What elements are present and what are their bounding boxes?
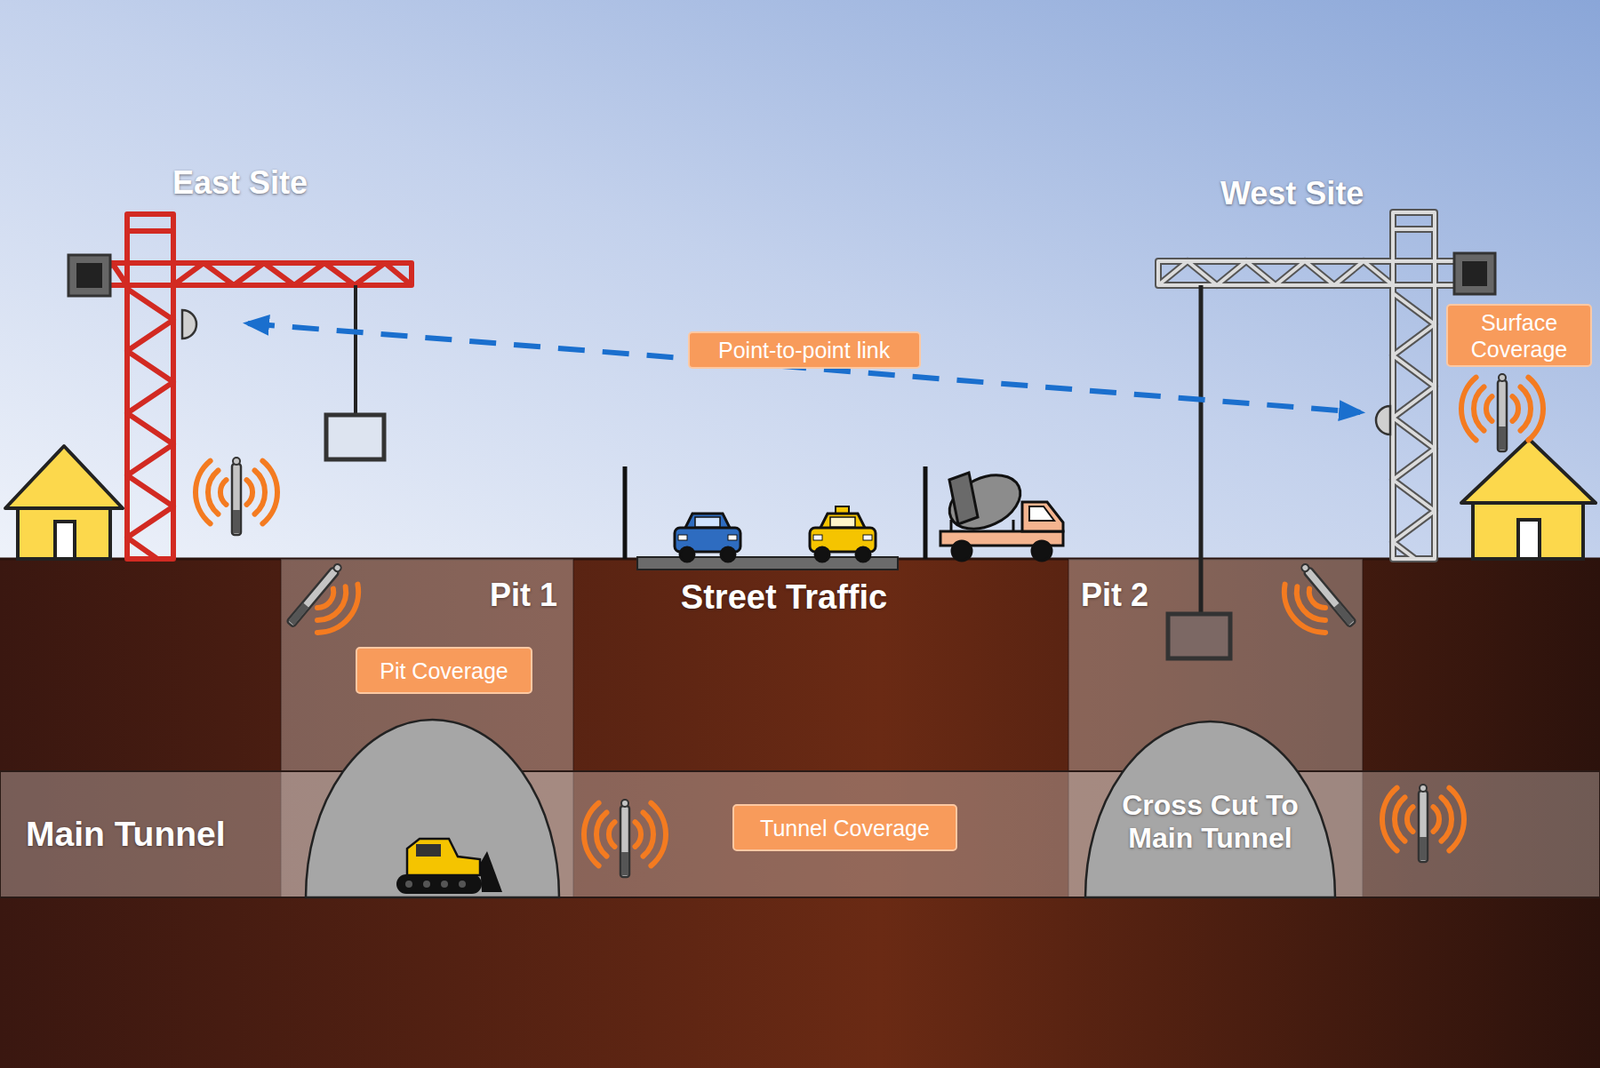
counterweight bbox=[1454, 253, 1496, 295]
coverage-badge: Pit Coverage bbox=[355, 647, 533, 695]
sky bbox=[0, 0, 1600, 560]
dish-antenna bbox=[182, 310, 197, 339]
node-label: East Site bbox=[172, 164, 308, 202]
house bbox=[5, 446, 123, 560]
antenna bbox=[1272, 562, 1357, 651]
coverage-badge: Tunnel Coverage bbox=[732, 804, 958, 852]
point-to-point-link bbox=[248, 323, 1360, 413]
tunnel-band bbox=[0, 771, 1600, 898]
antenna bbox=[584, 800, 666, 878]
site-crane: East Site bbox=[160, 164, 320, 320]
crane-cable bbox=[1199, 285, 1204, 613]
tunnel-arch bbox=[305, 720, 560, 898]
street-label: Street Traffic bbox=[680, 578, 888, 617]
cross-cut-arch: Cross Cut To Main Tunnel bbox=[1083, 720, 1337, 898]
fence-post bbox=[623, 466, 628, 560]
antenna bbox=[286, 562, 371, 651]
crane-load bbox=[326, 415, 384, 460]
dish-antenna bbox=[1376, 406, 1391, 435]
arch-shape bbox=[1085, 721, 1336, 898]
bulldozer bbox=[396, 839, 503, 895]
crane-load bbox=[1168, 614, 1231, 659]
node-label: Cross Cut To Main Tunnel bbox=[1111, 789, 1311, 856]
crane-cable bbox=[353, 285, 358, 414]
house bbox=[1461, 439, 1596, 560]
tower-crane bbox=[96, 214, 412, 560]
badge-text: Pit Coverage bbox=[379, 657, 509, 685]
tunnel-band: Main Tunnel Tunnel Coverage bbox=[0, 771, 1600, 898]
mixer-truck bbox=[940, 464, 1064, 561]
antenna bbox=[1382, 784, 1464, 863]
ground bbox=[0, 559, 1600, 1068]
taxi bbox=[809, 506, 876, 562]
pit-area bbox=[280, 559, 574, 898]
badge-text: Tunnel Coverage bbox=[760, 815, 930, 842]
badge-text: Surface Coverage bbox=[1456, 309, 1582, 363]
coverage-badge: Surface Coverage bbox=[1446, 304, 1592, 368]
pit-region: Pit 2 Cross Cut To Main Tunnel bbox=[1068, 559, 1363, 898]
site-crane: West Site bbox=[1212, 175, 1383, 409]
counterweight bbox=[68, 255, 111, 296]
antenna bbox=[1461, 374, 1544, 452]
pit-area bbox=[1068, 559, 1363, 898]
node-label: Main Tunnel bbox=[25, 815, 226, 855]
node-label: Pit 1 bbox=[489, 576, 558, 615]
link-badge: Point-to-point link bbox=[688, 331, 921, 369]
pit-region: Pit 1 Pit Coverage bbox=[280, 559, 574, 898]
fence-post bbox=[923, 466, 928, 560]
antenna bbox=[195, 457, 278, 536]
node-label: Pit 2 bbox=[1080, 576, 1149, 615]
node-label: West Site bbox=[1220, 175, 1364, 213]
tower-crane bbox=[1158, 212, 1480, 560]
car bbox=[674, 513, 741, 562]
